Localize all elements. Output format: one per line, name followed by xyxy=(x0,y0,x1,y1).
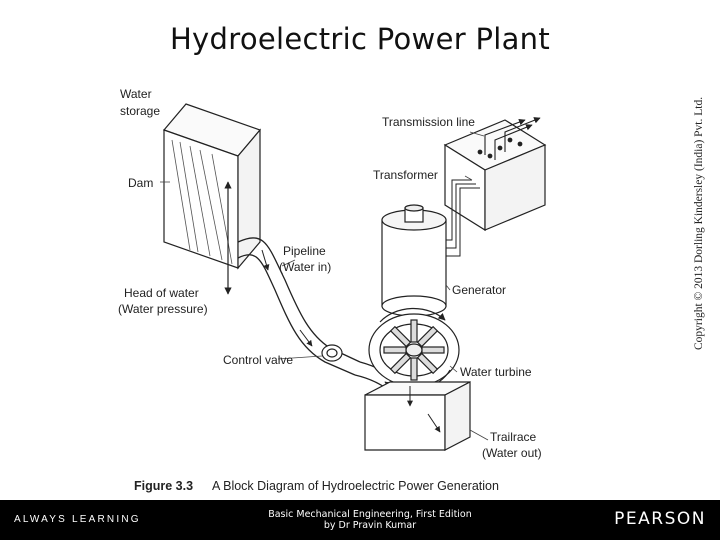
label-transmission-line: Transmission line xyxy=(382,115,475,129)
footer-book-title: Basic Mechanical Engineering, First Edit… xyxy=(268,509,472,520)
leader-lines xyxy=(160,131,489,441)
label-water-turbine: Water turbine xyxy=(460,365,532,379)
label-transformer: Transformer xyxy=(373,168,438,182)
control-valve xyxy=(321,344,343,362)
label-pipeline: Pipeline xyxy=(283,244,326,258)
label-tailrace-2: (Water out) xyxy=(482,446,542,460)
label-head-of-water-2: (Water pressure) xyxy=(118,302,208,316)
generator-wires xyxy=(446,179,480,257)
pearson-logo: PEARSON xyxy=(614,509,706,529)
footer-tagline: ALWAYS LEARNING xyxy=(14,514,141,525)
water-turbine xyxy=(368,307,460,391)
label-pipeline-2: (Water in) xyxy=(279,260,331,274)
slide-title: Hydroelectric Power Plant xyxy=(169,22,551,56)
hydro-diagram: Water storage Dam Head of water (Water p… xyxy=(118,87,547,493)
label-generator: Generator xyxy=(452,283,506,297)
copyright-notice: Copyright © 2013 Dorling Kindersley (Ind… xyxy=(693,96,705,350)
label-tailrace: Trailrace xyxy=(490,430,537,444)
footer-book-author: by Dr Pravin Kumar xyxy=(323,520,417,531)
transmission-lines xyxy=(484,117,541,160)
footer-book-info: Basic Mechanical Engineering, First Edit… xyxy=(220,509,520,531)
figure-number: Figure 3.3 xyxy=(134,479,193,493)
label-dam: Dam xyxy=(128,176,153,190)
label-water-storage-2: storage xyxy=(120,104,160,118)
tailrace-box xyxy=(364,381,471,451)
label-control-valve: Control valve xyxy=(223,353,293,367)
label-head-of-water: Head of water xyxy=(124,286,199,300)
figure-caption: A Block Diagram of Hydroelectric Power G… xyxy=(212,479,499,493)
footer-bar: ALWAYS LEARNING Basic Mechanical Enginee… xyxy=(0,500,720,540)
dam-block xyxy=(162,103,262,270)
label-water-storage: Water xyxy=(120,87,152,101)
